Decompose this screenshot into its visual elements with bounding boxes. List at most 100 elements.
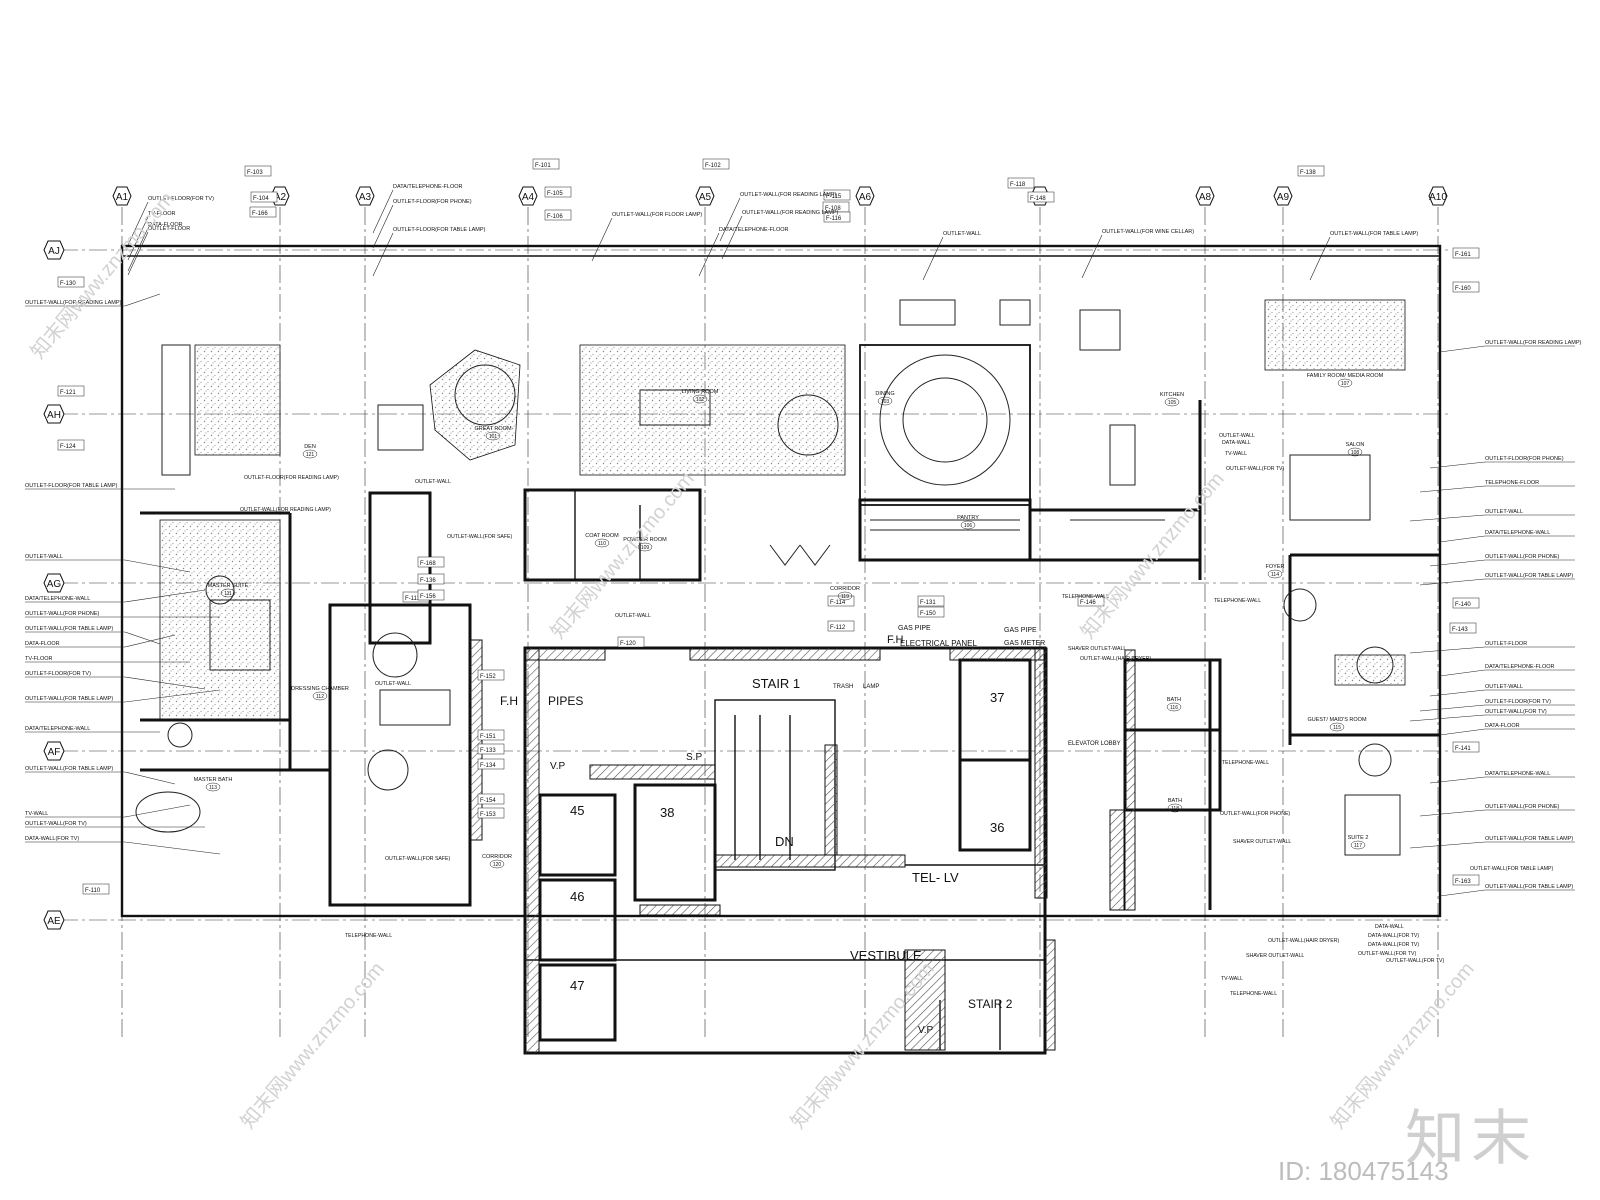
annotation-top-12: OUTLET-WALL(FOR WINE CELLAR) [1102,229,1194,235]
svg-text:F-152: F-152 [480,674,496,680]
annotation-interior-23: DATA-WALL [1375,924,1404,930]
annotation-interior-0: OUTLET-WALL [415,479,451,485]
label-shaft-46: 46 [570,889,584,904]
annotation-right-13: DATA/TELEPHONE-WALL [1485,771,1550,777]
grid-label: AG [47,579,62,590]
svg-text:F-116: F-116 [826,216,842,222]
label-dn: DN [775,834,794,849]
svg-text:106: 106 [964,523,973,529]
annotation-left-10: DATA/TELEPHONE-WALL [25,726,90,732]
annotation-interior-28: TELEPHONE-WALL [1214,598,1261,604]
svg-text:FAMILY ROOM/ MEDIA ROOM: FAMILY ROOM/ MEDIA ROOM [1307,373,1384,379]
fixture-tag-f-114: F-114 [827,595,855,607]
fixture-tag-f-130: F-130 [57,276,85,288]
fixture-tag-f-118: F-118 [1007,177,1035,189]
annotation-interior-21: TV-WALL [1221,976,1243,982]
annotation-right-14: OUTLET-WALL(FOR PHONE) [1485,804,1560,810]
svg-text:101: 101 [489,434,498,440]
label-gas-pipe-b: GAS PIPE [1004,627,1037,634]
svg-text:F-166: F-166 [252,211,268,217]
svg-text:F-102: F-102 [705,163,721,169]
annotation-top-4: OUTLET-FLOOR(FOR PHONE) [393,199,472,205]
fixture-tag-f-103: F-103 [244,165,272,177]
svg-text:F-133: F-133 [480,748,496,754]
annotation-top-6: OUTLET-FLOOR(FOR TABLE LAMP) [393,227,486,233]
fixture-tag-f-115: F-115 [823,189,851,201]
svg-text:LIVING ROOM: LIVING ROOM [682,389,719,395]
svg-text:105: 105 [1168,400,1177,406]
annotation-left-5: OUTLET-WALL(FOR TABLE LAMP) [25,626,113,632]
fixture-tag-f-101: F-101 [532,158,560,170]
fixture-tag-f-146: F-146 [1077,595,1105,607]
watermark-site-1: 知末网www.znzmo.com [26,188,179,364]
annotation-top-3: DATA/TELEPHONE-FLOOR [393,184,463,190]
label-gas-meter: GAS METER [1004,640,1045,647]
svg-text:F-143: F-143 [1452,627,1468,633]
core-labels: STAIR 1 DN VESTIBULE STAIR 2 TEL- LV PIP… [500,625,1121,1036]
svg-text:F-141: F-141 [1455,746,1471,752]
annotation-right-11: OUTLET-WALL(FOR TV) [1485,709,1547,715]
fixture-tag-f-120: F-120 [617,636,645,648]
svg-text:CORRIDOR: CORRIDOR [830,586,860,592]
label-shaft-45: 45 [570,803,584,818]
fixture-tag-f-105: F-105 [544,186,572,198]
grid-bubble-a3: A3 [355,186,375,206]
annotation-left-2: OUTLET-WALL [25,554,63,560]
annotation-left-8: OUTLET-FLOOR(FOR TV) [25,671,91,677]
grid-bubble-a8: A8 [1195,186,1215,206]
svg-text:KITCHEN: KITCHEN [1160,392,1184,398]
svg-text:F-156: F-156 [420,594,436,600]
annotation-right-10: OUTLET-FLOOR(FOR TV) [1485,699,1551,705]
label-vp1: V.P [550,761,566,772]
svg-text:MASTER BATH: MASTER BATH [194,777,233,783]
grid-label: AH [47,410,61,421]
svg-text:F-134: F-134 [480,763,496,769]
annotation-top-7: OUTLET-WALL(FOR FLOOR LAMP) [612,212,702,218]
annotation-interior-2: OUTLET-WALL [615,613,651,619]
annotation-interior-9: SHAVER OUTLET-WALL [1233,839,1291,845]
svg-text:F-160: F-160 [1455,286,1471,292]
label-fh-elec: F.H [887,634,904,646]
annotation-top-10: OUTLET-WALL(FOR READING LAMP) [742,210,839,216]
svg-text:F-153: F-153 [480,812,496,818]
fixture-tag-f-160: F-160 [1452,281,1480,293]
annotation-right-6: OUTLET-WALL(FOR TABLE LAMP) [1485,573,1573,579]
svg-text:116: 116 [1170,705,1178,711]
label-elevator-lobby: ELEVATOR LOBBY [1068,741,1121,747]
svg-text:F-163: F-163 [1455,879,1471,885]
grid-label: AF [48,747,61,758]
label-vp2: V.P [918,1025,934,1036]
svg-text:F-121: F-121 [60,390,76,396]
annotation-right-8: DATA/TELEPHONE-FLOOR [1485,664,1555,670]
svg-text:SALON: SALON [1346,442,1365,448]
grid-bubble-a5: A5 [695,186,715,206]
annotation-interior-15: OUTLET-WALL(FOR TV) [1226,466,1284,472]
hatched-core-walls [469,639,1136,1054]
annotation-right-12: DATA-FLOOR [1485,723,1520,729]
annotation-left-0: OUTLET-WALL(FOR READING LAMP) [25,300,122,306]
fixture-tag-f-168: F-168 [417,556,445,568]
svg-text:102: 102 [696,397,705,403]
grid-label: A2 [274,192,287,203]
fixture-tag-f-102: F-102 [702,158,730,170]
svg-text:108: 108 [1351,450,1360,456]
annotation-interior-13: DATA-WALL [1222,440,1251,446]
annotation-left-11: OUTLET-WALL(FOR TABLE LAMP) [25,766,113,772]
annotation-interior-3: OUTLET-WALL [375,681,411,687]
annotation-interior-22: TELEPHONE-WALL [1230,991,1277,997]
fixture-tag-f-133: F-133 [477,743,505,755]
annotation-interior-27: OUTLET-FLOOR(FOR READING LAMP) [244,475,339,481]
grid-bubble-ae: AE [43,910,65,930]
svg-text:F-101: F-101 [535,163,551,169]
svg-text:FOYER: FOYER [1266,564,1285,570]
annotation-interior-14: TV-WALL [1225,451,1247,457]
svg-text:F-150: F-150 [920,611,936,617]
annotation-interior-4: OUTLET-WALL(FOR SAFE) [385,856,451,862]
